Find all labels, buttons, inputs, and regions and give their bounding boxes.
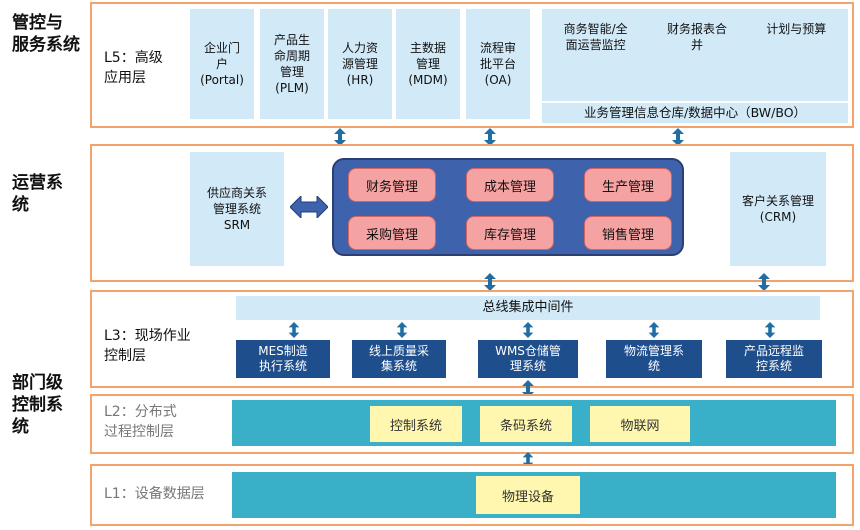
system-label-department: 部门级 控制系 统	[12, 373, 63, 437]
system-wms: WMS仓储管 理系统	[478, 340, 578, 378]
app-mdm: 主数据 管理 (MDM)	[396, 9, 460, 119]
system-label-management: 管控与 服务系统	[12, 13, 80, 55]
bw-panel: 商务智能/全 面运营监控 财务报表合 并 计划与预算	[542, 9, 848, 101]
arrow-updown	[764, 322, 776, 338]
app-portal: 企业门 户 (Portal)	[190, 9, 254, 119]
module-purchasing: 采购管理	[348, 216, 436, 250]
layer-l2-label: L2：分布式 过程控制层	[104, 404, 177, 440]
arrow-updown	[396, 322, 408, 338]
app-plm: 产品生 命周期 管理 (PLM)	[260, 9, 324, 119]
system-label-operations: 运营系 统	[12, 173, 63, 215]
arrow-updown	[288, 322, 300, 338]
arrow-updown	[484, 273, 496, 291]
system-mes: MES制造 执行系统	[236, 340, 330, 378]
arrow-updown	[758, 273, 770, 291]
arrow-updown	[648, 322, 660, 338]
srm-box: 供应商关系 管理系统 SRM	[190, 152, 284, 266]
bus-middleware: 总线集成中间件	[236, 296, 820, 320]
arrow-updown	[522, 380, 534, 398]
l1-physical-device: 物理设备	[476, 476, 580, 514]
module-cost: 成本管理	[466, 168, 554, 202]
arrow-updown	[522, 322, 534, 338]
system-remote-monitor: 产品远程监 控系统	[726, 340, 822, 378]
module-production: 生产管理	[584, 168, 672, 202]
double-arrow-icon	[289, 194, 329, 222]
arrow-updown	[484, 128, 496, 146]
l2-iot: 物联网	[590, 406, 690, 442]
system-quality: 线上质量采 集系统	[352, 340, 446, 378]
app-hr: 人力资 源管理 (HR)	[328, 9, 392, 119]
module-inventory: 库存管理	[466, 216, 554, 250]
bw-item-plan: 计划与预算	[766, 22, 827, 36]
bw-item-bi: 商务智能/全 面运营监控	[563, 22, 628, 52]
app-oa: 流程审 批平台 (OA)	[466, 9, 530, 119]
bw-item-finance: 财务报表合 并	[666, 22, 727, 52]
system-logistics: 物流管理系 统	[606, 340, 702, 378]
layer-l5-label: L5：高级 应用层	[104, 50, 163, 86]
crm-box: 客户关系管理 (CRM)	[730, 152, 826, 266]
bw-datacenter: 业务管理信息仓库/数据中心（BW/BO）	[542, 103, 848, 123]
arrow-updown	[334, 128, 346, 146]
module-finance: 财务管理	[348, 168, 436, 202]
l2-barcode-system: 条码系统	[480, 406, 572, 442]
layer-l1-label: L1：设备数据层	[104, 486, 205, 502]
module-sales: 销售管理	[584, 216, 672, 250]
l2-control-system: 控制系统	[370, 406, 462, 442]
layer-l3-label: L3：现场作业 控制层	[104, 328, 191, 364]
arrow-updown	[672, 128, 684, 146]
